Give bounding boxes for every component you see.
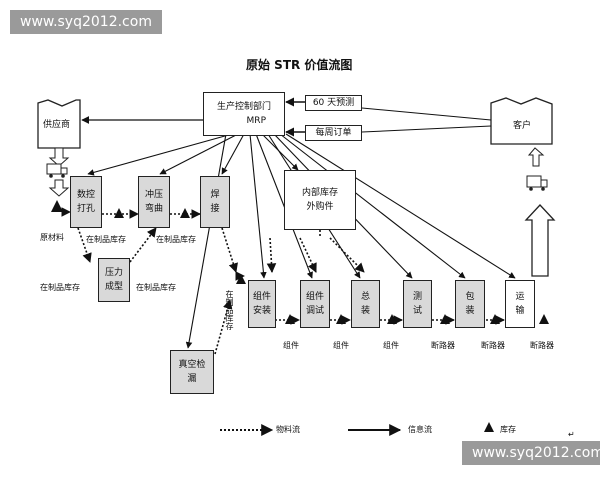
process-test: 测试 bbox=[403, 280, 432, 328]
process-vacuum-leak-test: 真空检漏 bbox=[170, 350, 214, 394]
forecast-box: 60 天预测 bbox=[305, 95, 362, 111]
process-shipping: 运输 bbox=[505, 280, 535, 328]
customer-truck-icon bbox=[526, 175, 548, 191]
corner-mark: ↵ bbox=[568, 430, 575, 439]
wip-label-vertical: 在制品库存 bbox=[225, 290, 234, 330]
raw-material-label: 原材料 bbox=[40, 233, 64, 242]
product-label-5: 断路器 bbox=[481, 341, 505, 350]
customer-up-arrow-top bbox=[527, 147, 545, 167]
legend-info-label: 信息流 bbox=[408, 425, 432, 434]
wip-label-d: 在制品库存 bbox=[136, 283, 176, 292]
inner-warehouse-box: 内部库存 外购件 bbox=[284, 170, 356, 230]
mrp-label: MRP bbox=[246, 116, 266, 126]
supplier-shape bbox=[37, 99, 81, 149]
watermark-bottom: www.syq2012.com bbox=[462, 441, 600, 465]
wip-label-a: 在制品库存 bbox=[86, 235, 126, 244]
wip-label-b: 在制品库存 bbox=[156, 235, 196, 244]
supplier-label: 供应商 bbox=[43, 120, 71, 130]
product-label-4: 断路器 bbox=[431, 341, 455, 350]
legend-material-label: 物料流 bbox=[276, 425, 300, 434]
legend-inventory-icon bbox=[484, 422, 494, 432]
diagram-title: 原始 STR 价值流图 bbox=[246, 58, 353, 72]
product-label-1: 组件 bbox=[283, 341, 299, 350]
process-debug: 组件调试 bbox=[300, 280, 330, 328]
product-label-6: 断路器 bbox=[530, 341, 554, 350]
weekly-order-box: 每周订单 bbox=[305, 125, 362, 141]
supplier-down-arrow-2 bbox=[48, 179, 70, 197]
wip-label-c: 在制品库存 bbox=[40, 283, 80, 292]
watermark-top: www.syq2012.com bbox=[10, 10, 162, 34]
product-label-3: 组件 bbox=[383, 341, 399, 350]
supplier-down-arrow bbox=[48, 147, 70, 167]
process-press-forming: 压力成型 bbox=[98, 258, 130, 302]
supplier-truck-icon bbox=[46, 163, 68, 178]
process-stamping: 冲压弯曲 bbox=[138, 176, 170, 228]
customer-shape bbox=[490, 97, 553, 145]
product-label-2: 组件 bbox=[333, 341, 349, 350]
process-cnc-drilling: 数控打孔 bbox=[70, 176, 102, 228]
customer-label: 客户 bbox=[513, 121, 532, 131]
process-final-assembly: 总装 bbox=[351, 280, 380, 328]
legend-inventory-label: 库存 bbox=[500, 425, 516, 434]
production-control-box: 生产控制部门 MRP bbox=[203, 92, 285, 136]
customer-big-up-arrow bbox=[524, 204, 556, 277]
production-control-label: 生产控制部门 bbox=[216, 101, 271, 112]
process-packing: 包装 bbox=[455, 280, 485, 328]
inner-warehouse-label: 内部库存 bbox=[301, 187, 338, 198]
process-welding: 焊接 bbox=[200, 176, 230, 228]
raw-inventory-icon bbox=[51, 200, 63, 212]
process-assembly: 组件安装 bbox=[248, 280, 276, 328]
purchased-parts-label: 外购件 bbox=[306, 202, 334, 212]
